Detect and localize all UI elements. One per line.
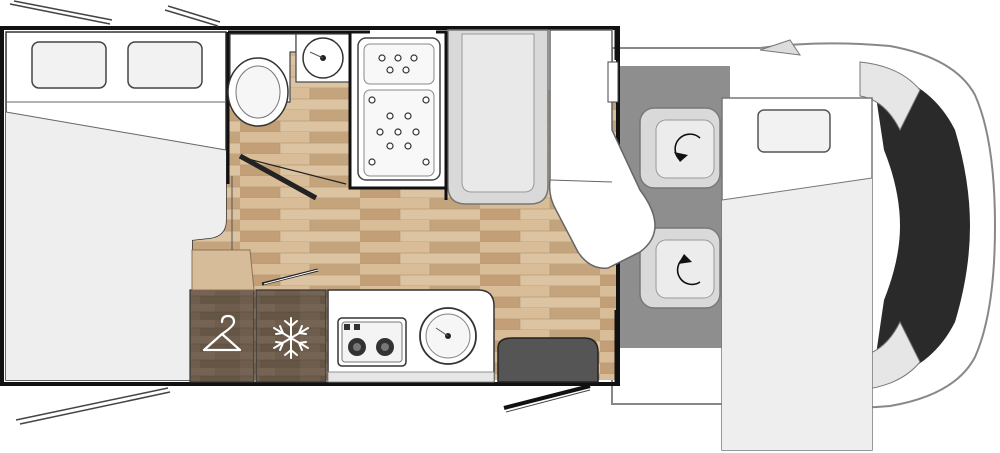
swivel-seat-driver	[639, 107, 721, 189]
pillow	[757, 109, 831, 153]
rotate-arrow-icon	[676, 254, 701, 286]
rear-bench-seat	[447, 29, 549, 205]
windshield	[872, 70, 970, 382]
shower-tray	[348, 30, 448, 190]
mirror-top	[759, 39, 802, 56]
entrance-step	[191, 176, 255, 291]
rear-double-bed	[5, 31, 227, 381]
shower-drain-dots	[368, 54, 430, 166]
interior-door	[261, 268, 319, 286]
partition-walls	[444, 30, 618, 384]
top-exterior-lines	[9, 0, 221, 27]
refrigerator	[255, 289, 327, 383]
wardrobe	[189, 289, 255, 383]
counter-edge	[327, 371, 495, 383]
pillow-right	[127, 41, 203, 89]
kitchen-sink	[419, 307, 477, 365]
snowflake-icon	[273, 317, 309, 359]
clothes-hanger-icon	[202, 314, 242, 352]
two-burner-hob-icon	[337, 317, 407, 367]
rotate-arrow-icon	[674, 133, 701, 162]
swivel-seat-passenger	[639, 227, 721, 309]
front-bench-seat	[548, 29, 656, 269]
bathroom	[226, 30, 352, 201]
kitchen-counter	[327, 289, 495, 383]
side-seat	[497, 337, 599, 383]
toilet-seat	[235, 65, 281, 119]
entrance-door	[15, 384, 591, 425]
bathroom-door	[238, 153, 347, 201]
pillow-left	[31, 41, 107, 89]
drop-down-bed	[721, 97, 873, 451]
